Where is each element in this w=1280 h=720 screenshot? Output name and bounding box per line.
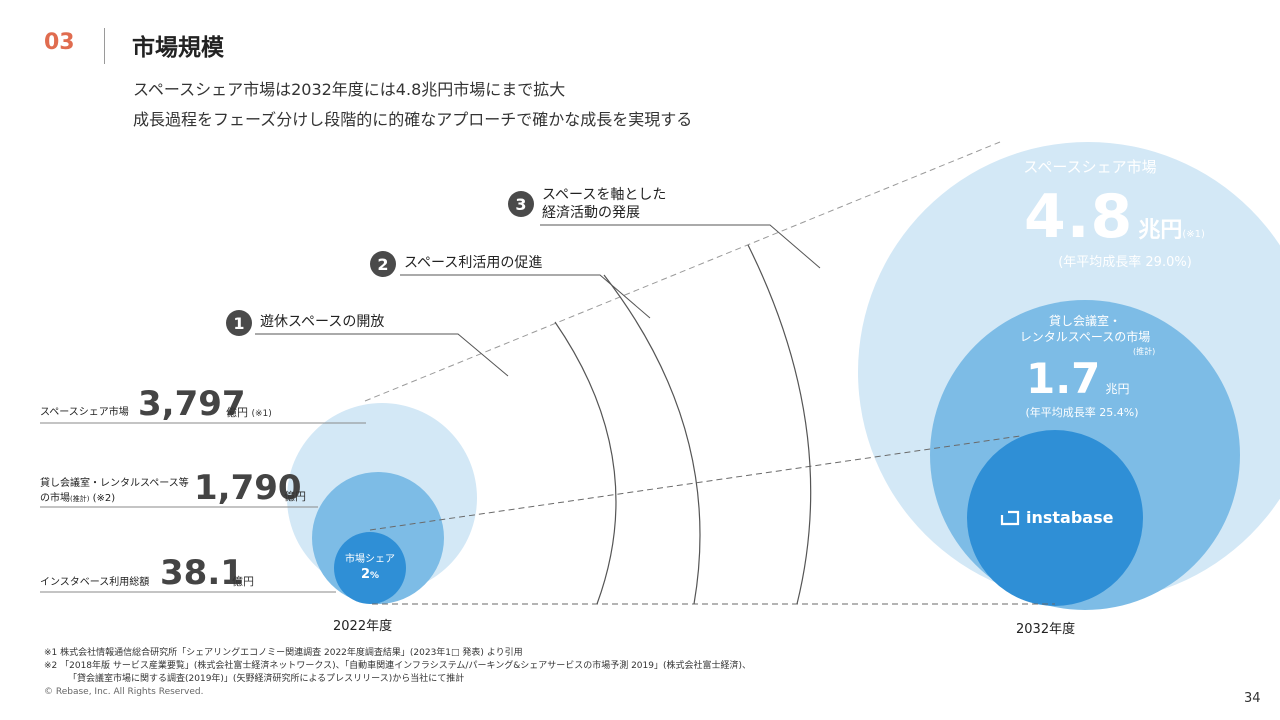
share-bubble-value: 2: [360, 567, 370, 582]
lead-line-1: スペースシェア市場は2032年度には4.8兆円市場にまで拡大: [133, 80, 566, 99]
step-1-badge: 1: [226, 310, 252, 336]
label-2022-rental-market: の市場: [40, 493, 70, 504]
section-divider: [104, 28, 105, 64]
share-bubble-2022: 市場シェア 2%: [334, 553, 406, 585]
phase-arc-1: [554, 321, 617, 605]
step-2-leader: [400, 274, 651, 319]
step-3-badge: 3: [508, 191, 534, 217]
step-1: 1 遊休スペースの開放: [226, 310, 384, 336]
footnote-1: ※1 株式会社情報通信総合研究所「シェアリングエコノミー関連調査 2022年度調…: [44, 648, 523, 658]
year-label-2032: 2032年度: [1016, 622, 1076, 637]
cagr-2032-share-market: (年平均成長率 29.0%): [1058, 255, 1192, 270]
circle-2032-instabase: [967, 430, 1143, 606]
step-2-text: スペース利活用の促進: [404, 255, 543, 271]
footnote-2b: 「貸会議室市場に関する調査(2019年)」(矢野経済研究所によるプレスリリース)…: [68, 674, 465, 684]
section-number: 03: [44, 30, 75, 55]
share-bubble-value-line: 2%: [334, 566, 406, 585]
unit-2032-rental-market: 兆円: [1105, 382, 1130, 396]
footnote-2a: ※2 「2018年版 サービス産業要覧」(株式会社富士経済ネットワークス)、「自…: [44, 661, 751, 671]
value-2032-rental-market-block: 1.7 兆円: [1026, 354, 1130, 403]
unit-2022-share-market: 億円 (※1): [226, 404, 272, 420]
step-1-text: 遊休スペースの開放: [260, 314, 385, 330]
step-3-leader: [540, 224, 821, 269]
page-number: 34: [1244, 691, 1261, 706]
step-3-text: スペースを軸とした 経済活動の発展: [542, 183, 666, 222]
label-2022-share-market: スペースシェア市場: [40, 407, 129, 418]
note-2022-share-market: (※1): [251, 409, 272, 419]
note-2032-rental-market: (推計): [1133, 347, 1156, 356]
cagr-2032-rental-market: (年平均成長率 25.4%): [1025, 406, 1139, 419]
label-2022-rental-estimate: (推計): [70, 495, 90, 503]
value-2032-share-market-block: 4.8 兆円(※1): [1024, 182, 1205, 252]
step-2-badge: 2: [370, 251, 396, 277]
label-2032-rental-line-2: レンタルスペースの市場: [1019, 330, 1151, 344]
year-label-2022: 2022年度: [333, 619, 393, 634]
value-2032-rental-market: 1.7: [1026, 354, 1101, 403]
unit-2022-share-market-unit: 億円: [226, 406, 248, 419]
share-bubble-unit: %: [370, 571, 380, 581]
label-2022-instabase: インスタベース利用総額: [40, 577, 150, 588]
step-3-text-line-2: 経済活動の発展: [542, 205, 640, 221]
note-2032-share-market: (※1): [1182, 229, 1205, 240]
step-3-text-line-1: スペースを軸とした: [542, 187, 667, 203]
copyright: © Rebase, Inc. All Rights Reserved.: [44, 687, 204, 697]
step-2: 2 スペース利活用の促進: [370, 251, 542, 277]
label-2032-share-market: スペースシェア市場: [1023, 158, 1157, 176]
unit-2032-share-market: 兆円: [1138, 218, 1183, 243]
share-bubble-label: 市場シェア: [345, 554, 395, 565]
value-2022-share-market: 3,797: [138, 384, 246, 424]
value-2022-instabase: 38.1: [160, 553, 244, 593]
instabase-logo-icon: [1000, 510, 1020, 525]
unit-2022-rental-market: 億円: [284, 490, 306, 503]
step-3: 3 スペースを軸とした 経済活動の発展: [508, 183, 666, 222]
value-2032-share-market: 4.8: [1024, 182, 1134, 252]
label-2032-rental-line-1: 貸し会議室・: [1048, 314, 1121, 328]
label-2022-rental-line-1: 貸し会議室・レンタルスペース等: [40, 478, 189, 489]
step-1-leader: [255, 333, 509, 377]
page-title: 市場規模: [132, 35, 224, 61]
dashed-connector-top: [364, 141, 1001, 402]
instabase-logo-text: instabase: [1026, 508, 1114, 527]
unit-2022-instabase: 億円: [232, 575, 254, 588]
phase-arc-2: [603, 274, 701, 605]
value-2022-rental-market: 1,790: [194, 468, 302, 508]
phase-arc-3: [747, 244, 812, 605]
label-2032-rental-market: 貸し会議室・ レンタルスペースの市場: [990, 313, 1180, 345]
label-2022-rental-line-2: の市場(推計) (※2): [40, 489, 115, 504]
lead-line-2: 成長過程をフェーズ分けし段階的に的確なアプローチで確かな成長を実現する: [133, 110, 693, 129]
note-2022-rental: (※2): [92, 493, 116, 504]
circle-2022-instabase: [334, 532, 406, 604]
instabase-logo: instabase: [1000, 508, 1113, 527]
